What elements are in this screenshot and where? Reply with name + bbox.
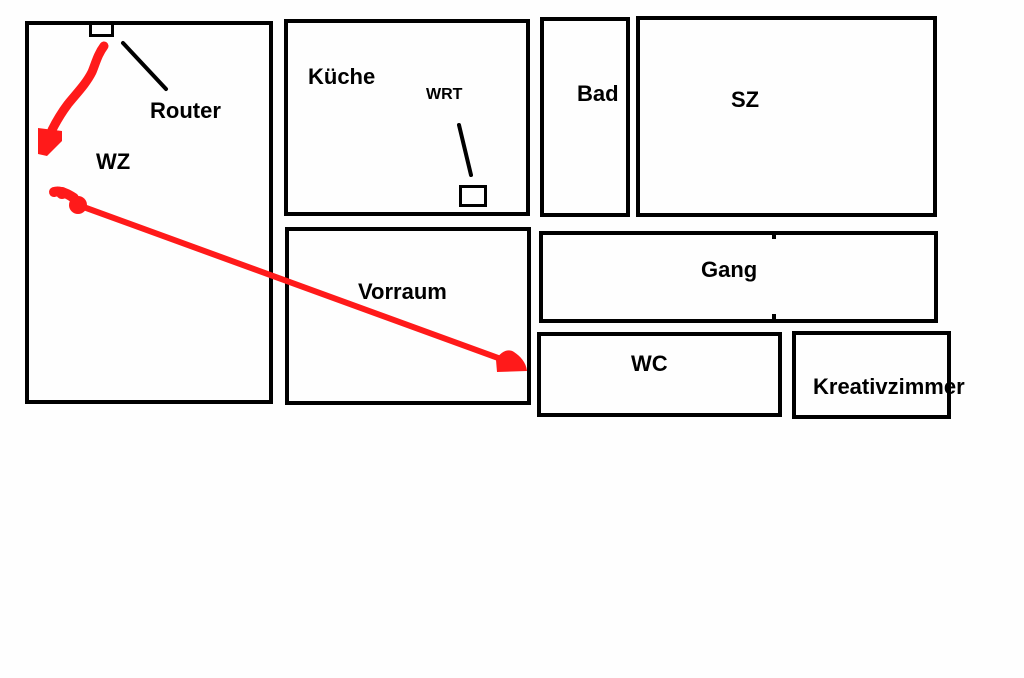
label-wz: WZ [96,149,131,174]
label-bad: Bad [577,81,619,106]
label-router: Router [150,98,221,123]
label-gang: Gang [701,257,758,282]
room-vorraum [285,227,531,405]
router-box [89,22,114,37]
label-kreativzimmer: Kreativzimmer [813,374,965,399]
label-wrt: WRT [426,86,463,103]
room-kreativzimmer [792,331,951,419]
label-sz: SZ [731,87,760,112]
room-kueche [284,19,530,216]
label-wc: WC [631,351,668,376]
label-kueche: Küche [308,64,376,89]
room-wz [25,21,273,404]
room-bad [540,17,630,217]
room-sz [636,16,937,217]
wrt-box [459,185,487,207]
label-vorraum: Vorraum [358,279,447,304]
room-gang [539,231,938,323]
room-wc [537,332,782,417]
